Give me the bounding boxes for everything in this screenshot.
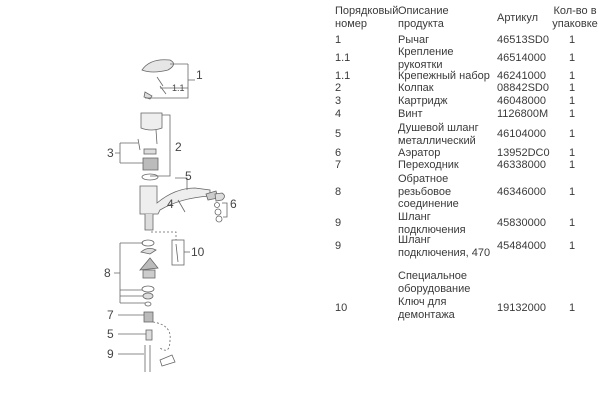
row-article: 08842SD0 (497, 82, 549, 94)
callout-2: 2 (175, 140, 182, 154)
row-quantity: 1 (568, 70, 576, 82)
row-quantity: 1 (568, 217, 576, 230)
row-description: металлический (398, 134, 476, 147)
callout-1-1: 1.1 (172, 83, 185, 93)
row-description: Рычаг (398, 34, 430, 46)
row-quantity: 1 (568, 82, 576, 94)
row-article: 46241000 (497, 70, 546, 82)
callout-8: 8 (104, 266, 111, 280)
row-quantity: 1 (568, 302, 576, 315)
row-article: 46048000 (497, 95, 546, 107)
row-article: 46513SD0 (497, 34, 549, 46)
row-number: 8 (335, 185, 342, 198)
row-article: 46346000 (497, 185, 546, 198)
row-number: 7 (335, 159, 342, 171)
row-description: Картридж (398, 95, 448, 107)
row-number: 6 (335, 147, 342, 159)
row-article: 45484000 (497, 240, 546, 253)
row-quantity: 1 (568, 52, 576, 65)
row-description: подключения (398, 223, 466, 236)
callout-3: 3 (107, 146, 114, 160)
section-title-line: оборудование (398, 282, 471, 295)
row-description: подключения, 470 (398, 246, 491, 259)
row-description: Аэратор (398, 147, 441, 159)
row-description: резьбовое (398, 185, 452, 198)
row-quantity: 1 (568, 159, 576, 171)
row-article: 13952DC0 (497, 147, 550, 159)
callout-5-top: 5 (185, 169, 192, 183)
row-description: Крепление (398, 46, 454, 58)
callout-6: 6 (230, 197, 237, 211)
header-line: номер (335, 17, 367, 30)
row-description: Шланг (398, 211, 431, 223)
row-description: демонтажа (398, 308, 455, 321)
row-description: Ключ для (398, 296, 447, 308)
callout-4: 4 (167, 197, 174, 211)
header-line: продукта (398, 17, 444, 30)
row-quantity: 1 (568, 185, 576, 198)
header-line: Порядковый (335, 5, 399, 17)
row-number: 4 (335, 108, 342, 120)
row-description: Душевой шланг (398, 122, 479, 134)
section-title-line: Специальное (398, 270, 468, 282)
row-quantity: 1 (568, 240, 576, 253)
header-line: упаковке (552, 17, 598, 30)
callout-5-bottom: 5 (107, 327, 114, 341)
row-number: 1.1 (335, 52, 351, 65)
row-number: 10 (335, 302, 348, 315)
header-line: Описание (398, 5, 449, 17)
row-description: Обратное (398, 173, 449, 185)
row-description: соединение (398, 198, 459, 211)
row-description: рукоятки (398, 58, 443, 71)
exploded-parts-diagram: 1 1.1 2 3 5 4 6 10 8 7 5 9 (104, 59, 237, 372)
row-number: 1 (335, 34, 342, 46)
callout-7: 7 (107, 308, 114, 322)
row-number: 2 (335, 82, 342, 94)
row-article: 46338000 (497, 159, 546, 171)
row-quantity: 1 (568, 128, 576, 141)
row-description: Шланг (398, 234, 431, 246)
row-description: Переходник (398, 159, 459, 171)
row-description: Крепежный набор (398, 70, 490, 82)
row-number: 5 (335, 128, 342, 141)
callout-1: 1 (196, 68, 203, 82)
row-quantity: 1 (568, 147, 576, 159)
row-number: 1.1 (335, 70, 351, 82)
callout-9: 9 (107, 347, 114, 361)
row-number: 9 (335, 217, 342, 230)
row-quantity: 1 (568, 108, 576, 120)
row-number: 9 (335, 240, 342, 253)
row-description: Винт (398, 108, 423, 120)
row-quantity: 1 (568, 34, 576, 46)
row-number: 3 (335, 95, 342, 107)
row-article: 46104000 (497, 128, 546, 141)
row-description: Колпак (398, 82, 434, 94)
header-article: Артикул (497, 12, 539, 24)
callout-10: 10 (191, 245, 205, 259)
row-article: 19132000 (497, 302, 546, 315)
row-quantity: 1 (568, 95, 576, 107)
row-article: 46514000 (497, 52, 546, 65)
header-line: Кол-во в (553, 5, 597, 17)
row-article: 45830000 (497, 217, 546, 230)
row-article: 1126800M (497, 108, 549, 120)
faucet-drawing (114, 59, 228, 372)
